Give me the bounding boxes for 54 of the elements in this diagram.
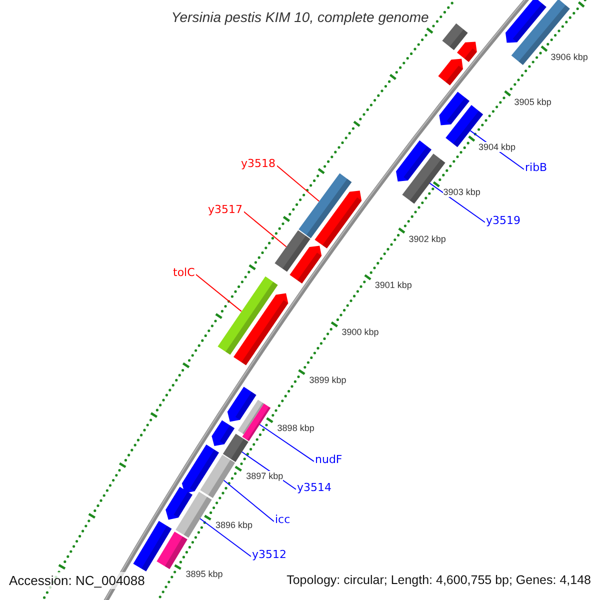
gene-label: y3514 bbox=[296, 481, 333, 494]
leader-line bbox=[200, 518, 252, 557]
gene-block bbox=[218, 276, 278, 355]
gene-block bbox=[133, 520, 172, 572]
leader-line bbox=[243, 210, 287, 248]
tick-label: 3904 kbp bbox=[478, 142, 516, 152]
gene-block bbox=[234, 293, 288, 366]
tick-label: 3897 kbp bbox=[246, 471, 284, 482]
leader-line bbox=[276, 164, 320, 202]
gene-block bbox=[166, 486, 192, 520]
gene-block bbox=[182, 444, 219, 494]
tick-label: 3898 kbp bbox=[277, 422, 314, 433]
tick-label: 3905 kbp bbox=[514, 96, 552, 107]
gene-label: y3517 bbox=[207, 203, 244, 216]
tick-label: 3902 kbp bbox=[408, 234, 446, 244]
gene-label: tolC bbox=[172, 266, 196, 279]
gene-block bbox=[274, 230, 310, 272]
title: Yersinia pestis KIM 10, complete genome bbox=[170, 9, 430, 25]
gene-block bbox=[238, 400, 264, 434]
leader-line bbox=[429, 182, 486, 223]
gene-label: ribB bbox=[524, 161, 548, 174]
gene-block bbox=[176, 492, 212, 538]
gene-block bbox=[200, 454, 235, 498]
tick-label: 3896 kbp bbox=[216, 520, 253, 530]
leader-line bbox=[259, 424, 314, 462]
gene-block bbox=[442, 23, 468, 50]
gene-label: icc bbox=[274, 513, 292, 526]
gene-label: y3518 bbox=[240, 157, 277, 170]
gene-block bbox=[242, 404, 271, 442]
tick-label: 3900 kbp bbox=[342, 327, 379, 338]
gene-block bbox=[227, 386, 256, 422]
gene-block bbox=[212, 420, 235, 446]
gene-block bbox=[290, 246, 322, 284]
gene-block bbox=[511, 0, 570, 65]
gene-label: nudF bbox=[314, 453, 344, 466]
leader-line bbox=[195, 274, 242, 312]
tick-label: 3906 kbp bbox=[550, 52, 588, 62]
gene-block bbox=[439, 92, 470, 126]
gene-label: y3512 bbox=[251, 548, 288, 561]
gene-block bbox=[298, 173, 352, 238]
gene-block bbox=[402, 154, 446, 204]
gene-label: y3519 bbox=[485, 214, 522, 227]
gene-block bbox=[314, 190, 362, 248]
gene-block bbox=[506, 0, 546, 43]
leader-line bbox=[223, 480, 274, 522]
tick-label: 3895 kbp bbox=[186, 569, 223, 580]
gene-block bbox=[222, 434, 248, 462]
gene-block bbox=[438, 58, 463, 86]
gene-block bbox=[396, 140, 432, 182]
gene-block bbox=[156, 532, 188, 570]
tick-label: 3901 kbp bbox=[374, 280, 412, 290]
tick-label: 3903 kbp bbox=[443, 187, 480, 198]
gene-block bbox=[457, 42, 477, 62]
tick-label: 3899 kbp bbox=[309, 374, 346, 385]
